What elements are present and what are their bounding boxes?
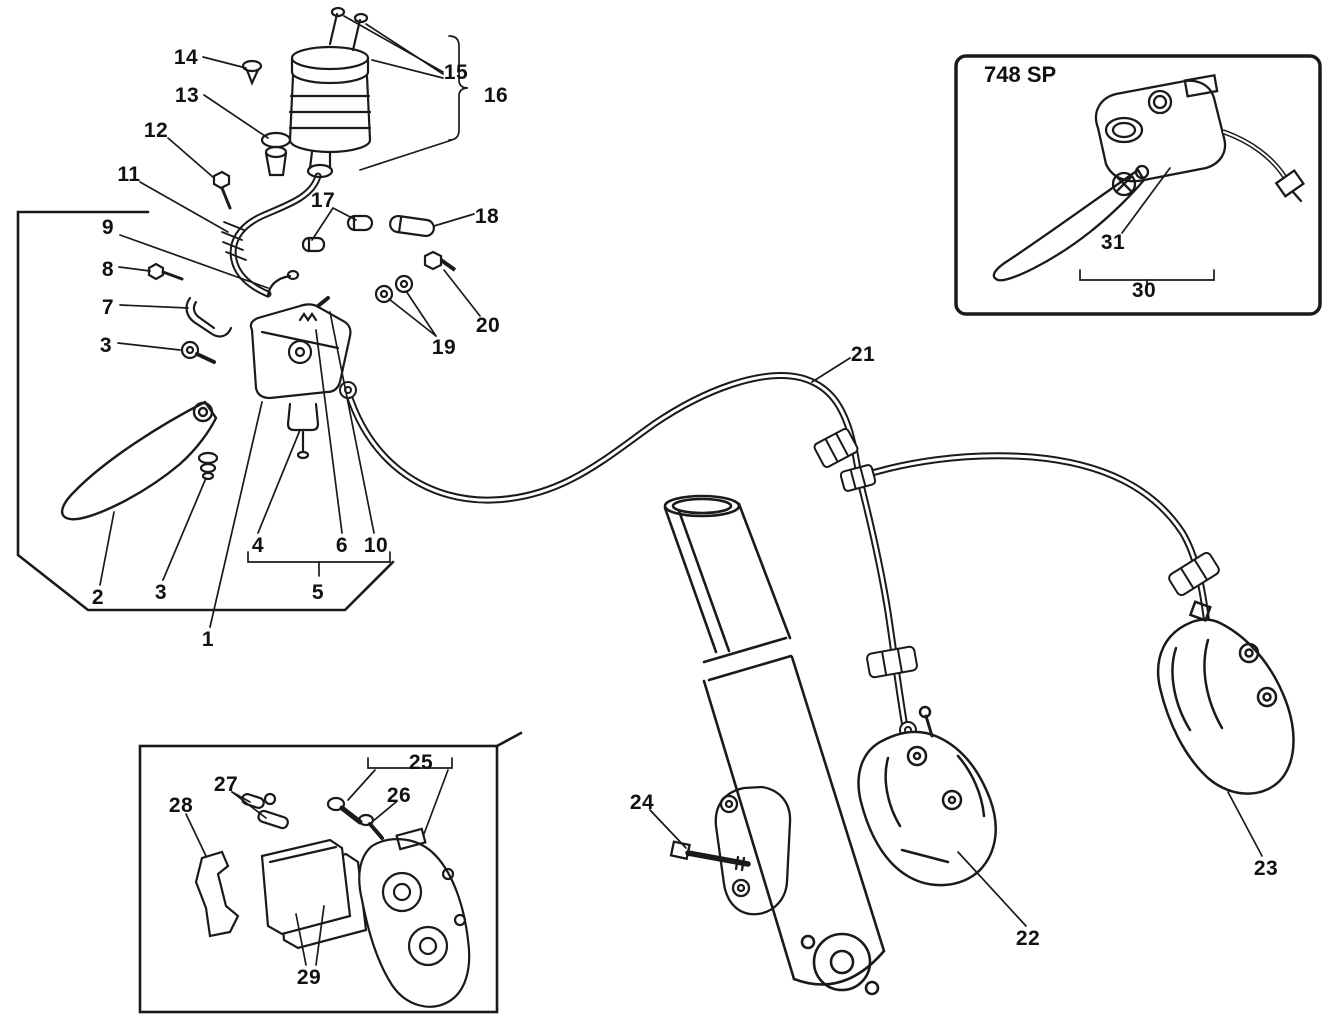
fluid-reservoir	[241, 6, 372, 179]
part-callout-16-3: 16	[483, 84, 509, 107]
part-callout-19-13: 19	[431, 336, 457, 359]
part-callout-30-30: 30	[1131, 279, 1157, 302]
inset-748sp-box	[954, 54, 1322, 316]
caliper-mount-bracket	[669, 785, 792, 916]
leader-lines	[99, 15, 1263, 966]
part-callout-21-14: 21	[850, 343, 876, 366]
part-callout-8-7: 8	[101, 258, 115, 281]
hose-union-parts	[301, 214, 457, 304]
part-callout-28-28: 28	[168, 794, 194, 817]
part-callout-26-26: 26	[386, 784, 412, 807]
part-callout-1-17: 1	[201, 628, 215, 651]
part-callout-20-12: 20	[475, 314, 501, 337]
part-callout-9-6: 9	[101, 216, 115, 239]
part-callout-2-15: 2	[91, 586, 105, 609]
master-cylinder	[147, 170, 352, 481]
hose-fittings	[339, 381, 1220, 739]
inset-title: 748 SP	[984, 62, 1057, 87]
part-callout-31-31: 31	[1100, 231, 1126, 254]
part-callout-3-16: 3	[154, 581, 168, 604]
part-callout-14-0: 14	[173, 46, 199, 69]
part-callout-10-20: 10	[363, 534, 389, 557]
part-callout-25-25: 25	[408, 751, 434, 774]
part-callout-11-5: 11	[117, 163, 141, 186]
part-callout-15-2: 15	[443, 61, 469, 84]
front-caliper	[857, 705, 997, 887]
part-callout-24-22: 24	[629, 791, 655, 814]
brake-lever	[61, 400, 218, 521]
brake-hose	[344, 372, 1211, 731]
part-callout-23-24: 23	[1253, 857, 1279, 880]
part-callout-3-9: 3	[99, 334, 113, 357]
part-callout-29-29: 29	[296, 966, 322, 989]
part-callout-6-19: 6	[335, 534, 349, 557]
part-callout-27-27: 27	[213, 773, 239, 796]
part-callout-17-10: 17	[310, 189, 336, 212]
front-fork	[663, 494, 886, 996]
part-callout-4-18: 4	[251, 534, 265, 557]
part-callout-18-11: 18	[474, 205, 500, 228]
caliper-detail-box	[138, 731, 523, 1014]
part-callout-5-21: 5	[311, 581, 325, 604]
part-callout-7-8: 7	[101, 296, 115, 319]
part-callout-13-1: 13	[174, 84, 200, 107]
part-callout-22-23: 22	[1015, 927, 1041, 950]
right-caliper	[1156, 600, 1295, 795]
part-callout-12-4: 12	[143, 119, 169, 142]
frame-outline	[16, 210, 395, 612]
caliper-detail-parts	[194, 792, 471, 1008]
